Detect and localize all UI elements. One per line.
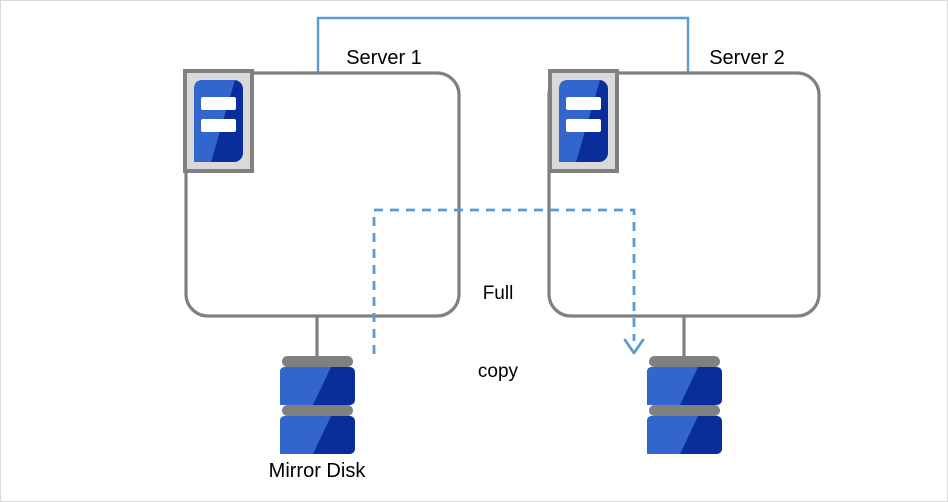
disk-1-group[interactable]: [280, 356, 355, 454]
server-2-label: Server 2: [709, 47, 785, 69]
mirror-disk-label: Mirror Disk: [268, 460, 366, 482]
server-icon: [183, 69, 254, 173]
server-2-group[interactable]: [547, 69, 821, 362]
disk-icon-block-upper: [280, 367, 355, 405]
full-copy-label-line-2: copy: [477, 361, 519, 382]
server-icon: [548, 69, 619, 173]
disk-2-group[interactable]: [647, 356, 722, 454]
server-1-box[interactable]: [184, 71, 461, 318]
disk-icon-platter-bar-bottom: [649, 405, 720, 416]
server-icon-bar-bottom: [201, 119, 236, 132]
disk-icon-platter-bar-top: [282, 356, 353, 367]
server-icon-bar-bottom: [566, 119, 601, 132]
disk-block-light: [280, 416, 331, 454]
server-1-group[interactable]: [183, 69, 461, 362]
disk-block-light: [647, 367, 698, 405]
full-copy-label-line-1: Full: [482, 283, 514, 304]
interconnect-path: [316, 16, 690, 73]
disk-icon-platter-bar-top: [649, 356, 720, 367]
connector-full-copy-flow: [372, 208, 645, 355]
disk-icon-platter-bar-bottom: [282, 405, 353, 416]
server-icon-bar-top: [201, 97, 236, 110]
disk-icon-block-lower: [280, 416, 355, 454]
full-copy-label: Full copy: [438, 229, 558, 437]
disk-block-light: [647, 416, 698, 454]
disk-block-light: [280, 367, 331, 405]
full-copy-arrowhead-icon: [623, 338, 645, 355]
disk-icon-block-upper: [647, 367, 722, 405]
server-1-label: Server 1: [346, 47, 422, 69]
connector-interconnect-link: [316, 16, 690, 73]
full-copy-path: [372, 208, 636, 354]
server-icon-bar-top: [566, 97, 601, 110]
disk-icon-block-lower: [647, 416, 722, 454]
